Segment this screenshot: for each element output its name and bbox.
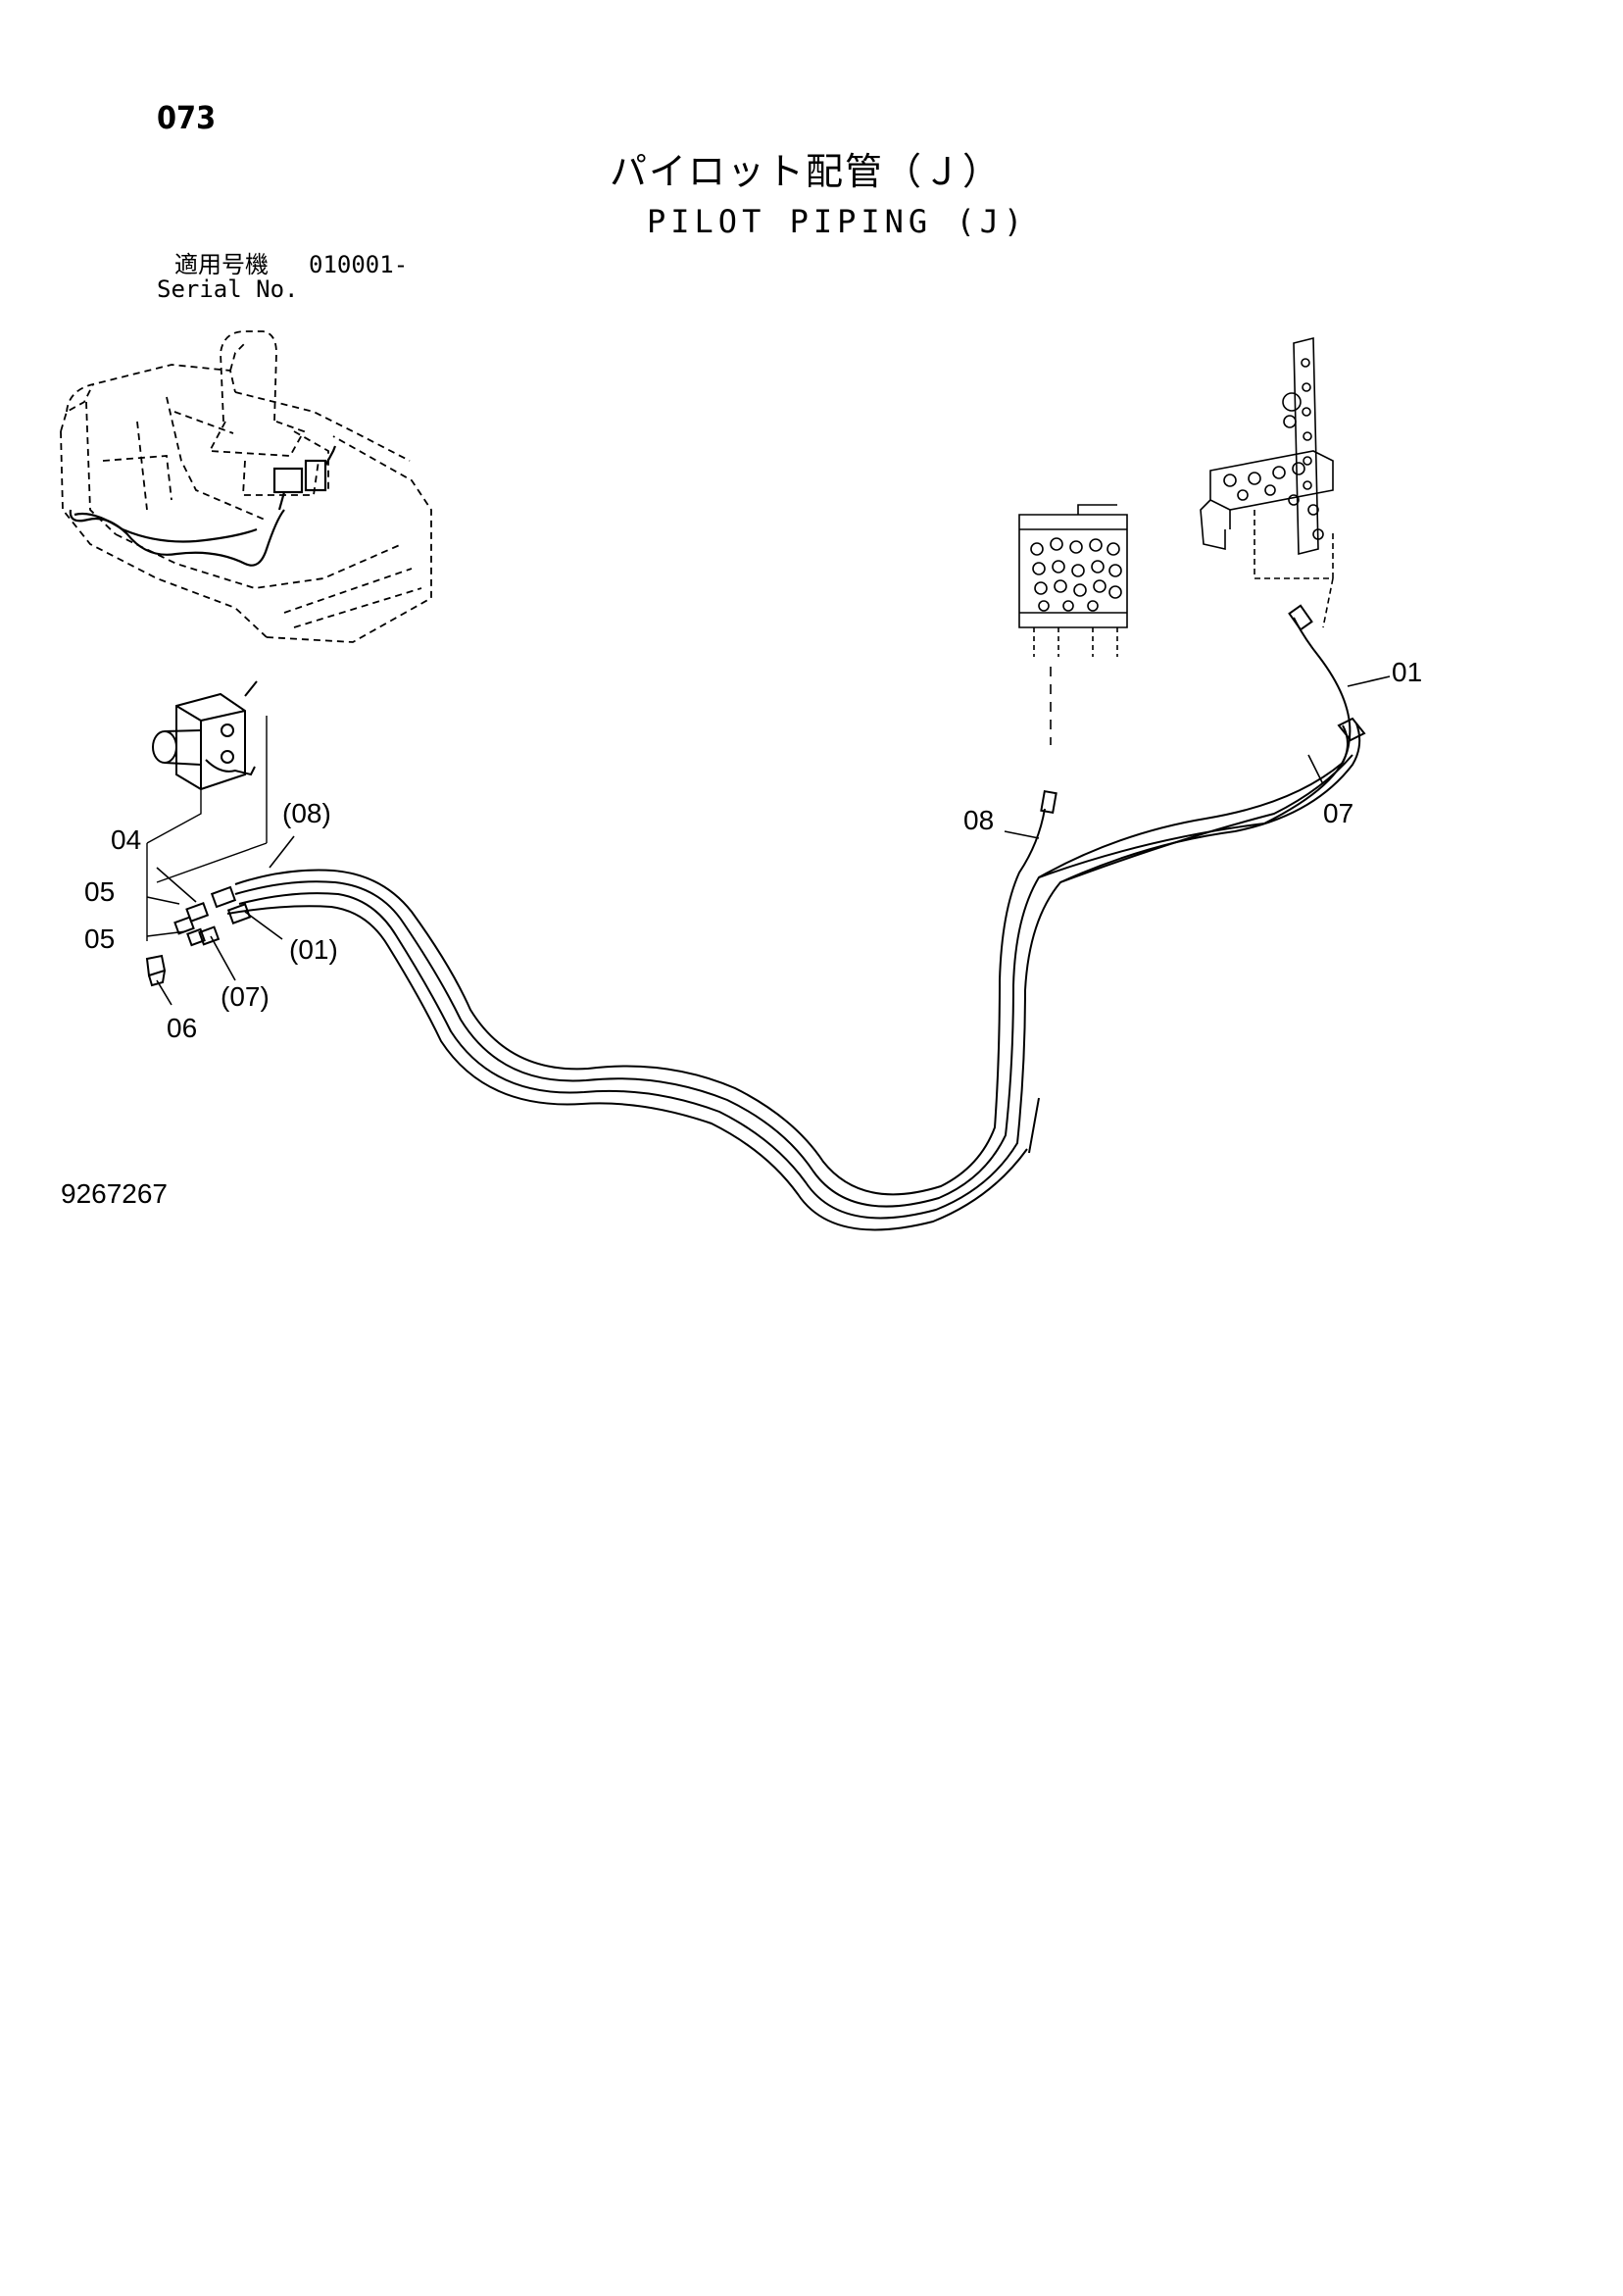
control-valve-illustration (1018, 504, 1128, 745)
page-number: 073 (157, 99, 217, 136)
callout-04: 04 (111, 824, 142, 855)
callout-07-reference: (07) (221, 981, 270, 1012)
callout-06: 06 (167, 1013, 198, 1043)
overview-harness (69, 445, 337, 567)
callout-08-reference: (08) (282, 798, 331, 828)
fitting-group-left (145, 885, 252, 987)
machine-overview-illustration (60, 330, 432, 643)
serial-label-english: Serial No. (157, 275, 299, 303)
callout-01-reference: (01) (289, 934, 338, 965)
callout-05-upper: 05 (84, 876, 116, 907)
callout-05-lower: 05 (84, 923, 116, 954)
callout-08: 08 (963, 805, 995, 835)
callout-01: 01 (1392, 657, 1423, 687)
page-title-english: PILOT PIPING (J) (647, 203, 1028, 240)
callout-07: 07 (1323, 798, 1354, 828)
page-title-japanese: パイロット配管（Ｊ） (610, 150, 1003, 193)
callout-leader-lines (146, 675, 1391, 1006)
pilot-bracket-illustration (1200, 336, 1334, 628)
drawing-number: 9267267 (61, 1178, 169, 1209)
hose-end-fittings-right (1040, 604, 1366, 815)
serial-range: 010001- (309, 251, 409, 278)
assembly-leader-lines (146, 716, 268, 941)
pilot-hose-bundle (226, 617, 1361, 1231)
pilot-valve-illustration (152, 680, 258, 791)
serial-label-japanese: 適用号機 (174, 251, 269, 278)
